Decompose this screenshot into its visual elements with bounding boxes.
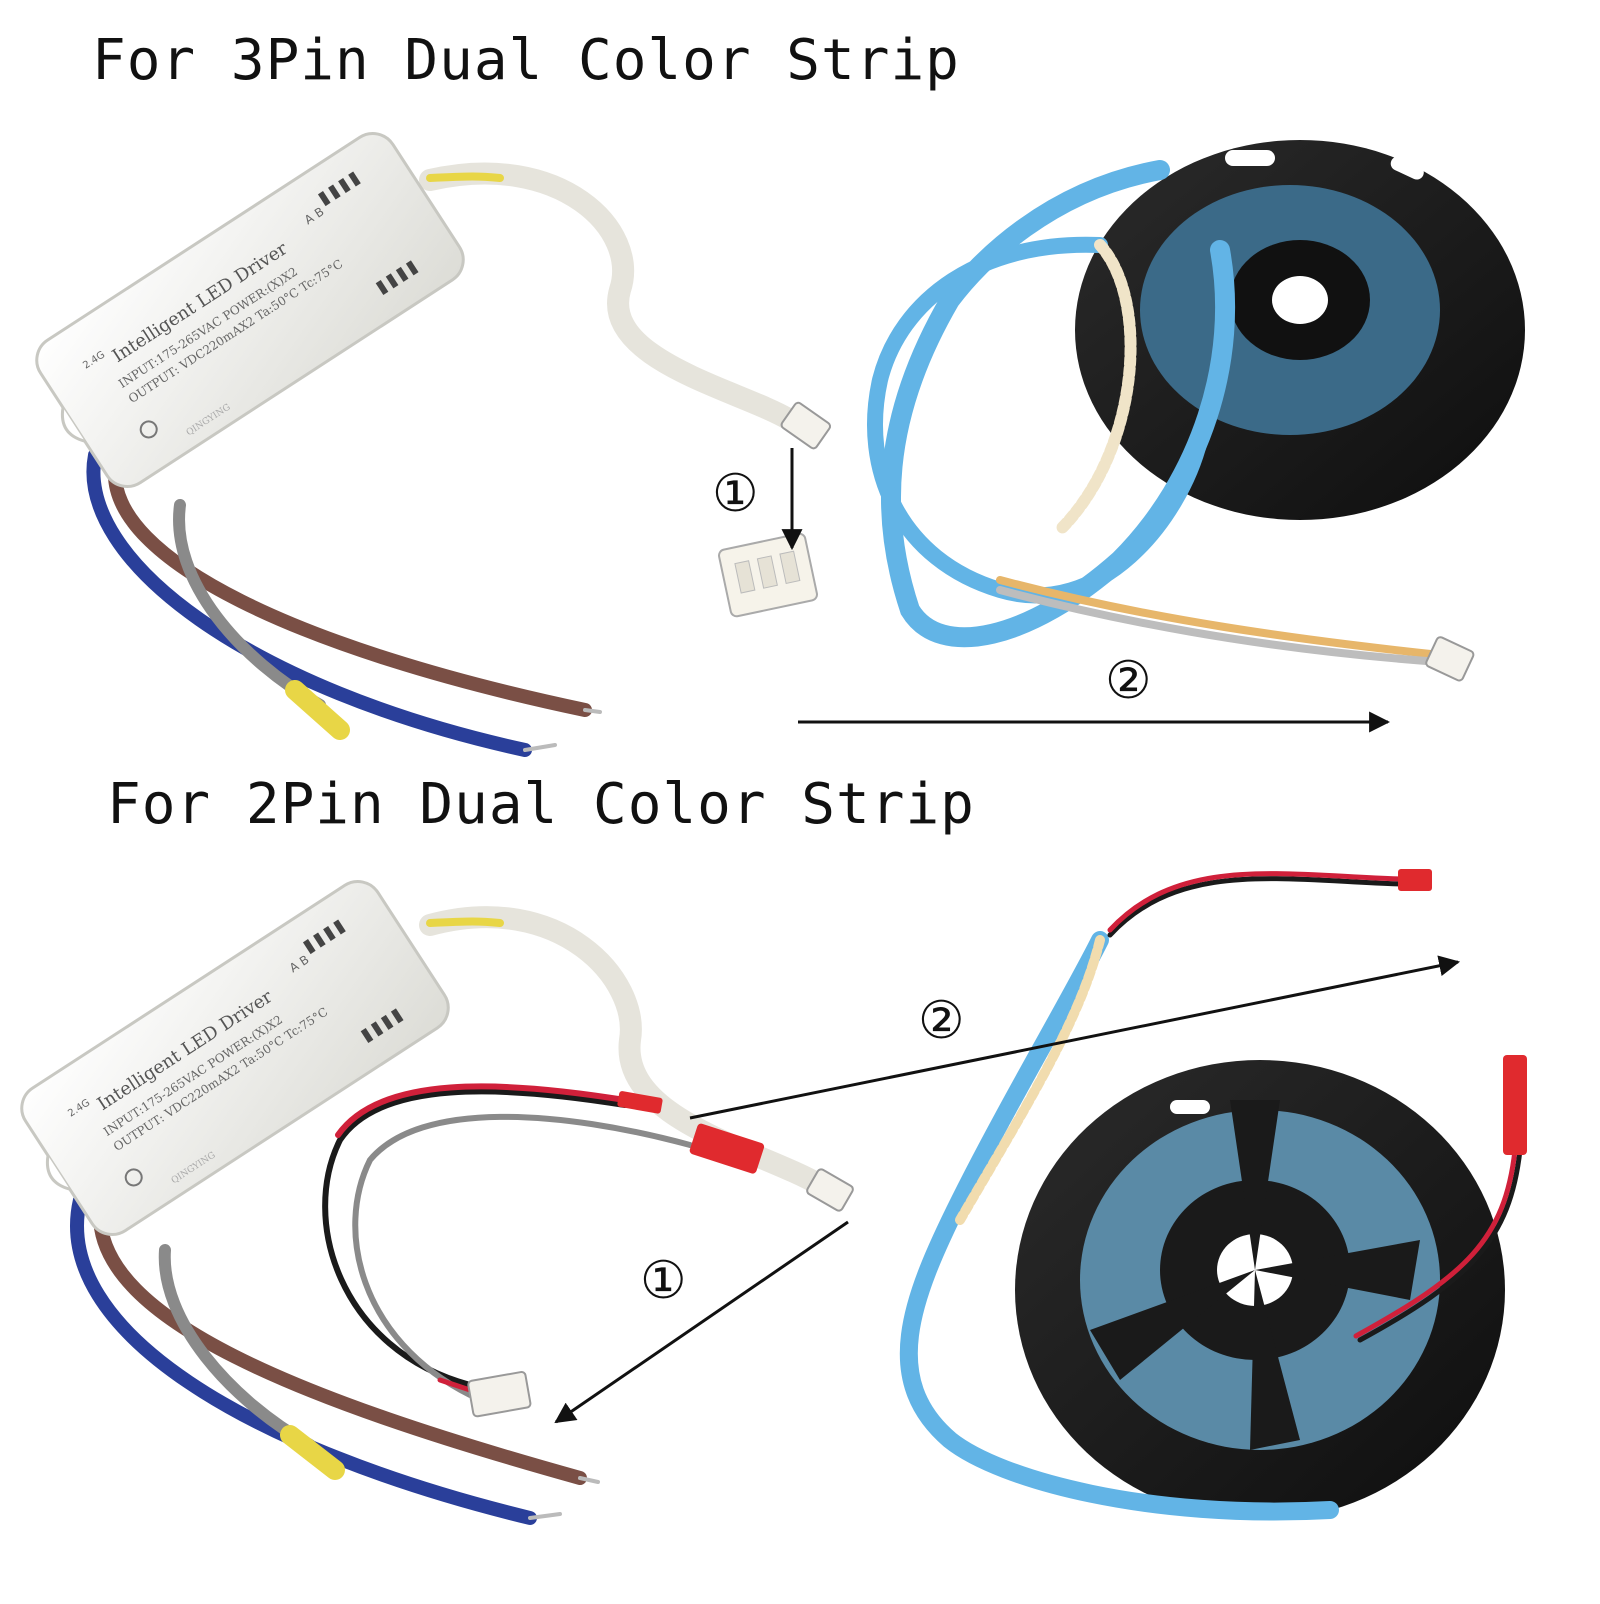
led-strip-bottom — [899, 931, 1339, 1521]
recycle-icon-b — [124, 1168, 143, 1187]
step1-label-top: ① — [712, 464, 759, 524]
step2-label-bottom: ② — [918, 991, 965, 1051]
jst-red-male — [689, 1123, 765, 1174]
led-reel-top — [1075, 140, 1525, 520]
section-3pin: Intelligent LED Driver INPUT:175-265VAC … — [35, 132, 1525, 757]
jst-red-lead-top — [1398, 869, 1432, 891]
section-2pin: Intelligent LED Driver INPUT:175-265VAC … — [20, 869, 1527, 1525]
adapter-cable — [322, 1083, 693, 1398]
led-driver-top: Intelligent LED Driver INPUT:175-265VAC … — [35, 132, 465, 488]
section-title-3pin: For 3Pin Dual Color Strip — [92, 28, 960, 93]
section-title-2pin: For 2Pin Dual Color Strip — [107, 772, 975, 837]
3pin-female-connector — [718, 532, 818, 618]
ac-wires-bottom — [70, 1193, 600, 1525]
3pin-plug-on-strip — [1425, 636, 1475, 682]
2pin-white-connector — [467, 1371, 532, 1418]
arrow-step2-bottom — [689, 955, 1461, 1120]
red-black-lead-strip — [1107, 871, 1523, 1343]
jst-red-lead-right — [1503, 1055, 1527, 1155]
jst-red-female — [617, 1091, 663, 1114]
ac-wires-top — [86, 448, 602, 757]
recycle-icon — [139, 420, 158, 439]
led-strip-top — [867, 160, 1444, 666]
3pin-plug-on-cable — [780, 401, 832, 450]
step2-label-top: ② — [1105, 651, 1152, 711]
arrow-step1-bottom — [554, 1220, 849, 1424]
3pin-plug-on-cable-bottom — [806, 1168, 854, 1212]
led-driver-bottom: Intelligent LED Driver INPUT:175-265VAC … — [20, 880, 450, 1236]
led-reel-bottom — [1015, 1060, 1505, 1520]
output-cable-top — [419, 162, 801, 431]
step1-label-bottom: ① — [640, 1251, 687, 1311]
